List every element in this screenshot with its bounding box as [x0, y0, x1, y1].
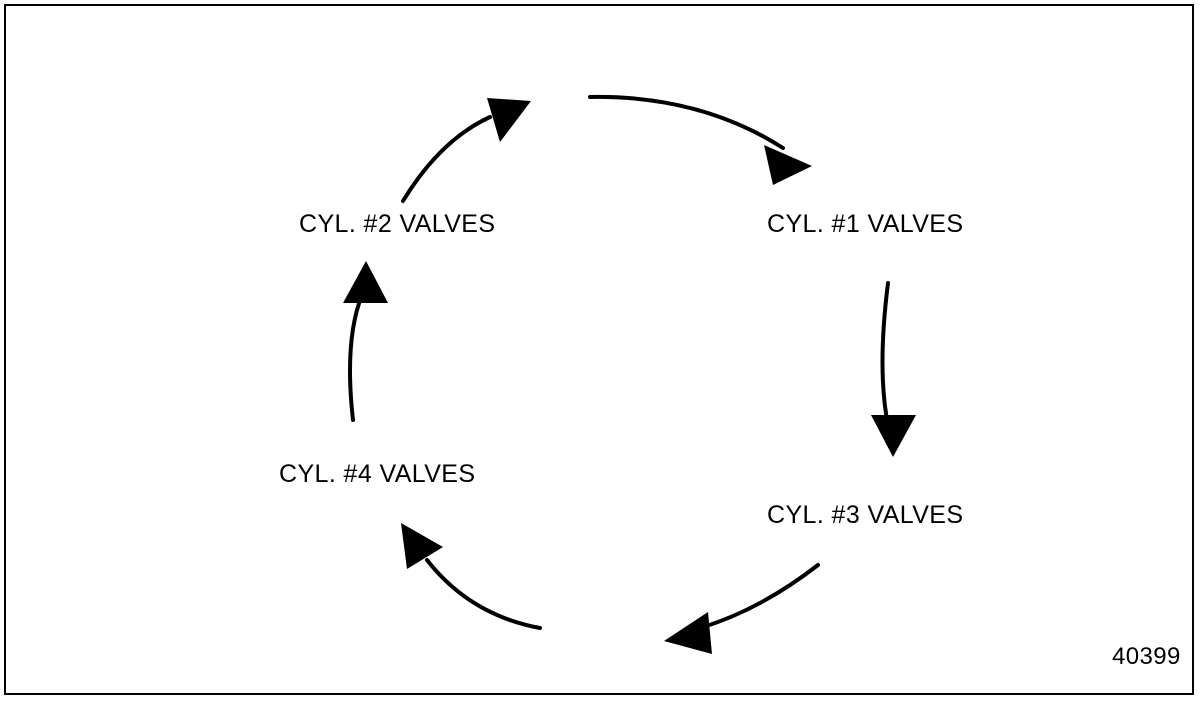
node-label-cyl4: CYL. #4 VALVES — [279, 460, 476, 488]
figure-border — [4, 4, 1194, 695]
node-label-cyl1: CYL. #1 VALVES — [767, 210, 964, 238]
figure-number: 40399 — [1112, 643, 1181, 670]
arrow-top-right — [588, 94, 812, 185]
arrow-bottom-right — [664, 563, 820, 654]
arrow-bottom-left — [401, 523, 542, 630]
node-label-cyl3: CYL. #3 VALVES — [767, 501, 964, 529]
arrow-top-left — [401, 98, 531, 203]
arrow-right — [871, 281, 916, 457]
node-label-cyl2: CYL. #2 VALVES — [299, 210, 496, 238]
arrow-left — [343, 261, 388, 422]
